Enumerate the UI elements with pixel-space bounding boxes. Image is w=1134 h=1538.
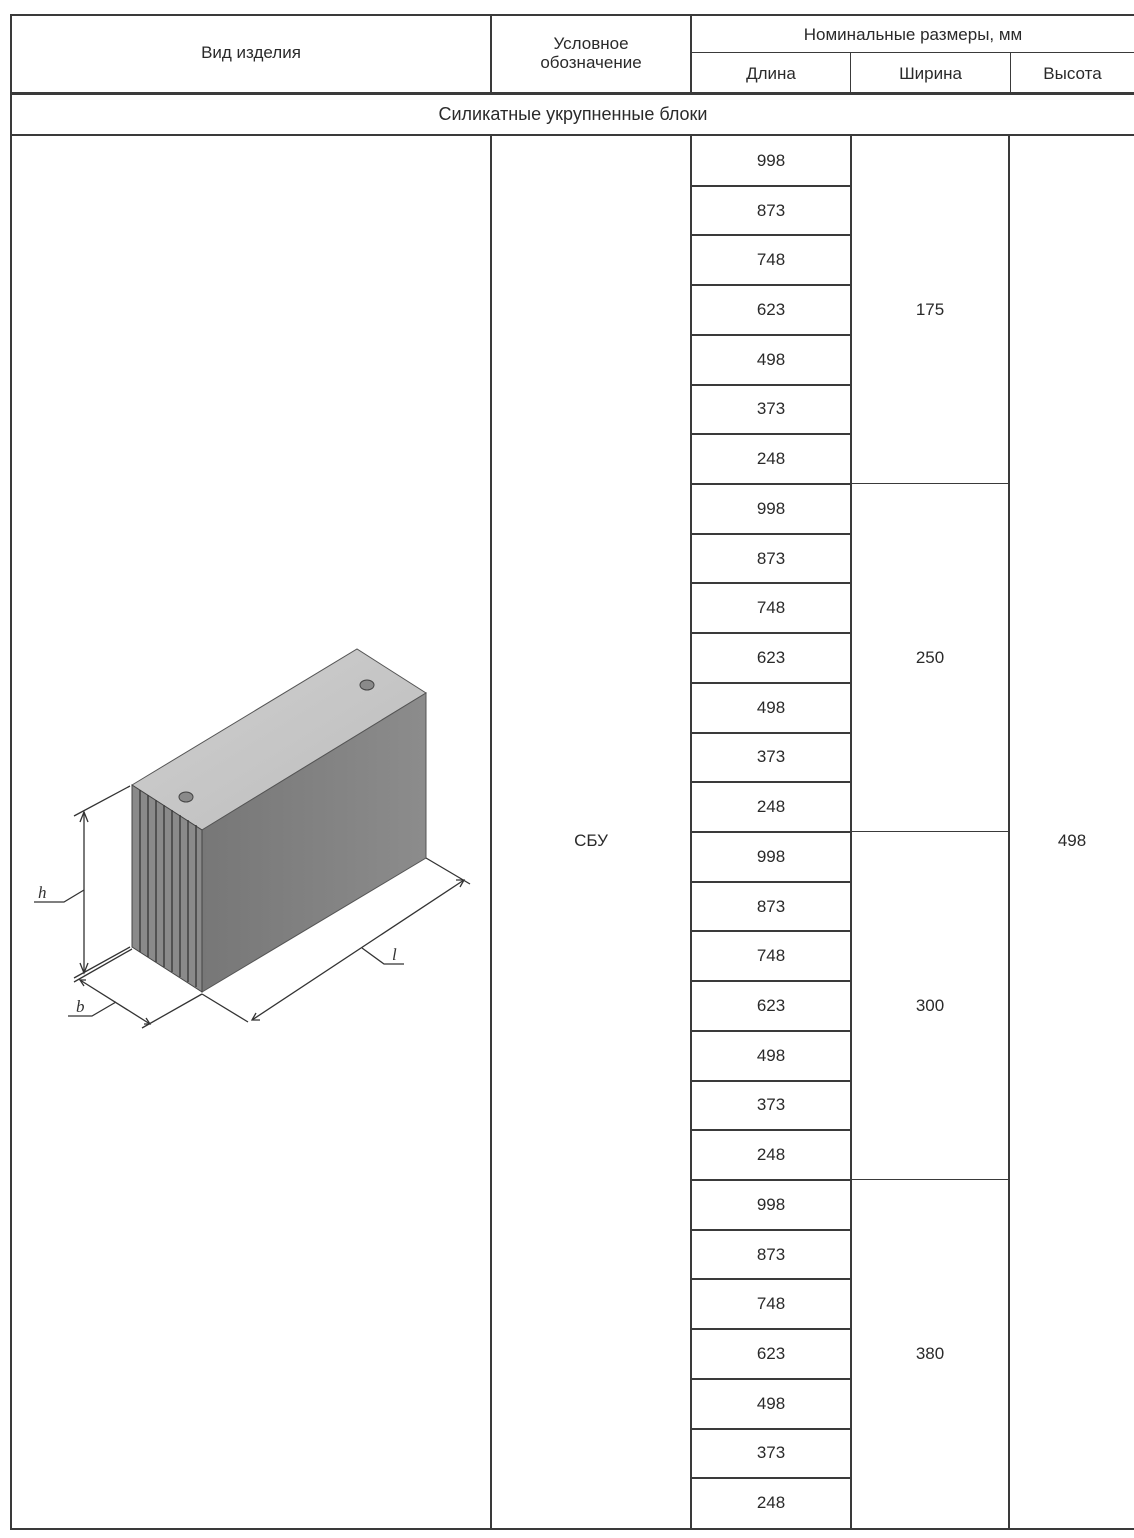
length-cell: 248 bbox=[756, 1493, 786, 1513]
length-row-rule bbox=[692, 483, 852, 485]
header-length: Длина bbox=[746, 64, 796, 83]
dimension-l bbox=[201, 857, 471, 1023]
length-cell: 373 bbox=[756, 399, 786, 419]
table-border-bottom bbox=[10, 1528, 1134, 1530]
block-hole-left bbox=[178, 791, 194, 803]
length-cell: 623 bbox=[756, 1343, 786, 1363]
length-cell: 248 bbox=[756, 1145, 786, 1165]
block-hole-right bbox=[359, 679, 375, 691]
length-row-rule bbox=[692, 1179, 852, 1181]
header-designation-line2: обозначение bbox=[540, 53, 642, 72]
header-divider-designation bbox=[690, 14, 692, 94]
length-cell: 248 bbox=[756, 797, 786, 817]
label-l: l bbox=[392, 945, 397, 964]
body-divider-width bbox=[1008, 136, 1010, 1530]
length-row-rule bbox=[692, 532, 852, 535]
length-row-rule bbox=[692, 1079, 852, 1082]
length-row-rule bbox=[692, 333, 852, 336]
header-divider-length bbox=[850, 52, 851, 94]
width-cell: 175 bbox=[915, 300, 945, 319]
length-row-rule bbox=[692, 383, 852, 386]
width-cell: 300 bbox=[915, 996, 945, 1015]
length-cell: 498 bbox=[756, 1045, 786, 1065]
length-row-rule bbox=[692, 184, 852, 187]
length-cell: 873 bbox=[756, 1244, 786, 1264]
width-group-rule bbox=[852, 1179, 1010, 1180]
length-cell: 248 bbox=[756, 449, 786, 469]
length-row-rule bbox=[692, 582, 852, 585]
length-row-rule bbox=[692, 831, 852, 833]
block-end-grooves bbox=[139, 790, 197, 987]
length-row-rule bbox=[692, 433, 852, 436]
length-cell: 373 bbox=[756, 1095, 786, 1115]
header-divider-product bbox=[490, 14, 492, 94]
section-title: Силикатные укрупненные блоки bbox=[438, 104, 708, 124]
length-row-rule bbox=[692, 1029, 852, 1032]
length-row-rule bbox=[692, 632, 852, 635]
block-end-face bbox=[131, 784, 203, 993]
height-cell: 498 bbox=[1057, 831, 1087, 850]
section-bottom-rule bbox=[10, 134, 1134, 136]
length-cell: 373 bbox=[756, 1443, 786, 1463]
dimension-b bbox=[68, 948, 203, 1029]
header-bottom-rule bbox=[10, 92, 1134, 95]
width-group-rule bbox=[852, 483, 1010, 484]
length-cell: 748 bbox=[756, 1294, 786, 1314]
length-row-rule bbox=[692, 1228, 852, 1231]
silicate-block-drawing: h b l bbox=[34, 648, 471, 1029]
length-row-rule bbox=[692, 1477, 852, 1480]
length-cell: 748 bbox=[756, 250, 786, 270]
width-cell: 250 bbox=[915, 648, 945, 667]
length-cell: 623 bbox=[756, 299, 786, 319]
length-row-rule bbox=[692, 930, 852, 933]
length-cell: 873 bbox=[756, 548, 786, 568]
length-row-rule bbox=[692, 1377, 852, 1380]
length-row-rule bbox=[692, 284, 852, 287]
width-cell: 380 bbox=[915, 1344, 945, 1363]
header-height: Высота bbox=[1043, 64, 1102, 83]
length-cell: 998 bbox=[756, 498, 786, 518]
header-designation-line1: Условное bbox=[553, 34, 629, 53]
length-row-rule bbox=[692, 234, 852, 237]
body-divider-designation bbox=[690, 136, 692, 1530]
length-row-rule bbox=[692, 880, 852, 883]
length-cell: 998 bbox=[756, 846, 786, 866]
length-cell: 498 bbox=[756, 349, 786, 369]
label-h: h bbox=[38, 883, 47, 902]
header-width: Ширина bbox=[899, 64, 962, 83]
length-row-rule bbox=[692, 1129, 852, 1132]
length-cell: 623 bbox=[756, 995, 786, 1015]
length-row-rule bbox=[692, 1328, 852, 1331]
length-cell: 748 bbox=[756, 598, 786, 618]
length-cell: 623 bbox=[756, 647, 786, 667]
length-row-rule bbox=[692, 1427, 852, 1430]
length-row-rule bbox=[692, 980, 852, 983]
table-border-left bbox=[10, 14, 12, 1530]
body-divider-length bbox=[850, 136, 852, 1530]
length-cell: 998 bbox=[756, 1194, 786, 1214]
header-nominal-sizes: Номинальные размеры, мм bbox=[803, 25, 1023, 44]
dimension-h bbox=[34, 785, 131, 979]
table-border-top bbox=[10, 14, 1134, 16]
length-cell: 998 bbox=[756, 150, 786, 170]
length-cell: 498 bbox=[756, 697, 786, 717]
designation-cell: СБУ bbox=[574, 831, 608, 850]
header-divider-width bbox=[1010, 52, 1011, 94]
length-row-rule bbox=[692, 781, 852, 784]
header-subrule bbox=[690, 52, 1134, 53]
width-group-rule bbox=[852, 831, 1010, 832]
label-b: b bbox=[76, 997, 85, 1016]
length-row-rule bbox=[692, 681, 852, 684]
header-product-type: Вид изделия bbox=[201, 43, 301, 62]
length-row-rule bbox=[692, 1278, 852, 1281]
length-cell: 873 bbox=[756, 896, 786, 916]
length-cell: 748 bbox=[756, 946, 786, 966]
length-cell: 873 bbox=[756, 200, 786, 220]
length-cell: 498 bbox=[756, 1393, 786, 1413]
length-row-rule bbox=[692, 731, 852, 734]
body-divider-product bbox=[490, 136, 492, 1530]
length-cell: 373 bbox=[756, 747, 786, 767]
